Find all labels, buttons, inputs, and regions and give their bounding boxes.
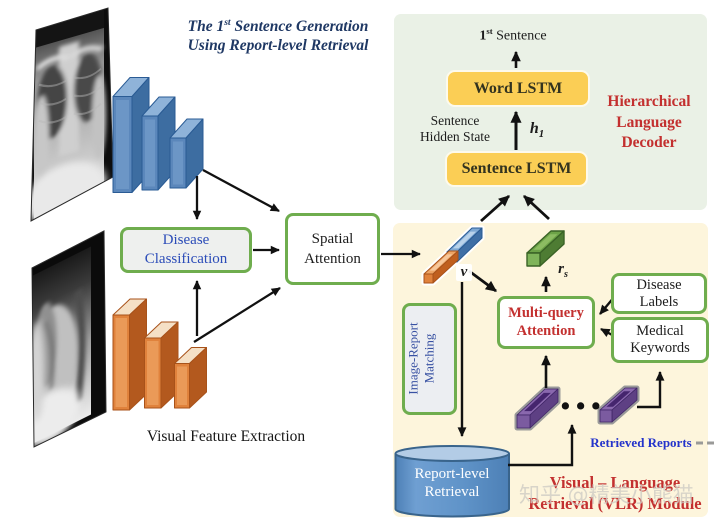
figure-title: The 1st Sentence Generation Using Report… xyxy=(187,17,369,54)
chest-xray-frontal-image xyxy=(30,7,114,222)
sentence-hidden-state-label: Sentence Hidden State xyxy=(419,113,491,144)
word-lstm-label: Word LSTM xyxy=(473,79,563,97)
watermark: 知乎 @精美小熊猫 xyxy=(519,483,694,507)
sentence-lstm-label: Sentence LSTM xyxy=(461,160,572,177)
hierarchical-language-decoder-label: Hierarchical Language Decoder xyxy=(607,93,691,151)
retrieved-report-sticks-icon xyxy=(514,385,640,431)
h1-variable-label: h1 xyxy=(529,120,545,141)
ellipsis-dots: ••• xyxy=(558,392,604,421)
visual-feature-extraction-caption: Visual Feature Extraction xyxy=(146,428,306,445)
disease-labels-box[interactable]: Disease Labels xyxy=(611,273,707,314)
report-level-retrieval-label[interactable]: Report-level Retrieval xyxy=(414,466,490,500)
retrieved-reports-label: Retrieved Reports xyxy=(590,435,692,450)
flow-arrows xyxy=(192,50,665,467)
vlr-module-caption: Visual – Language Retrieval (VLR) Module xyxy=(528,473,702,513)
orange-feature-bars-icon xyxy=(112,298,207,411)
chest-xray-lateral-image xyxy=(31,230,107,448)
image-report-matching-label: Image-Report Matching xyxy=(405,321,436,395)
multi-query-attention-box[interactable]: Multi-query Attention xyxy=(497,296,595,349)
retrieved-feature-rs-icon xyxy=(526,230,565,267)
v-variable-label: v xyxy=(456,264,472,281)
word-lstm-box[interactable]: Word LSTM xyxy=(446,70,590,107)
image-report-matching-box[interactable]: Image-Report Matching xyxy=(402,303,457,415)
visual-feature-v-icon xyxy=(421,225,485,286)
spatial-attention-box[interactable]: Spatial Attention xyxy=(285,213,380,285)
sentence-lstm-box[interactable]: Sentence LSTM xyxy=(445,151,588,187)
disease-classification-box[interactable]: Disease Classification xyxy=(120,227,252,273)
report-database-cylinder xyxy=(394,445,510,518)
medical-keywords-box[interactable]: Medical Keywords xyxy=(611,317,709,363)
rs-variable-label: rs xyxy=(558,261,568,280)
first-sentence-label: 1st Sentence xyxy=(479,26,547,44)
blue-feature-bars-icon xyxy=(112,77,204,193)
